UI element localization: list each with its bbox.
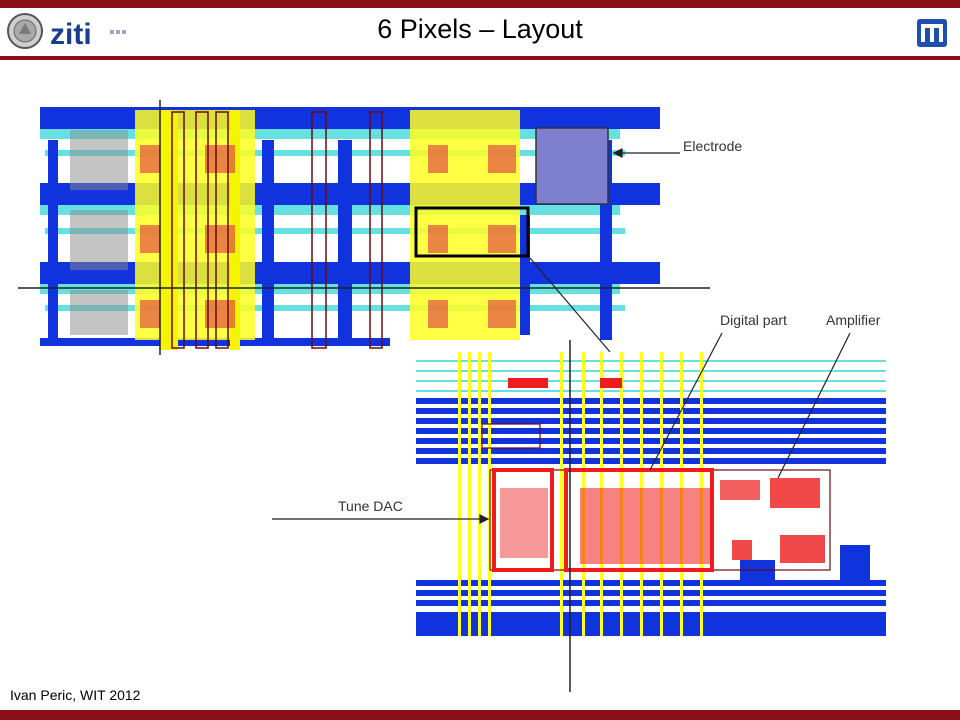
title-divider <box>0 56 960 60</box>
page-title: 6 Pixels – Layout <box>377 14 583 44</box>
pixel-detail-layout <box>416 340 886 692</box>
metal-column <box>48 140 58 340</box>
transistor-block <box>140 225 160 253</box>
transistor-block <box>205 300 235 328</box>
ziti-logo: ziti <box>50 18 126 50</box>
routing-wires <box>171 111 383 349</box>
cyan-band <box>45 305 625 311</box>
transistor-block <box>488 225 516 253</box>
cyan-band <box>40 205 620 215</box>
transistor-block <box>428 145 448 173</box>
transistor-block <box>428 225 448 253</box>
tune-dac-highlight <box>492 468 554 572</box>
digital-part-label: Digital part <box>720 312 787 328</box>
pixel-array-layout <box>18 100 710 355</box>
cyan-band <box>45 150 625 156</box>
electrode-label: Electrode <box>683 138 743 154</box>
svg-text:ziti: ziti <box>50 18 92 50</box>
transistor-block <box>205 145 235 173</box>
metal-column <box>520 215 530 335</box>
amplifier-circuitry <box>770 478 820 508</box>
metal-column <box>262 140 274 340</box>
transistor-block <box>488 300 516 328</box>
cyan-band <box>45 228 625 234</box>
digital-part-pointer <box>649 332 723 471</box>
yellow-column <box>160 110 178 350</box>
electrode-pad <box>535 127 609 205</box>
tune-dac-label: Tune DAC <box>338 498 403 514</box>
zoom-selection-box <box>414 206 530 258</box>
cyan-band <box>40 284 620 294</box>
cyan-band <box>40 129 620 139</box>
digital-part-highlight <box>564 468 714 572</box>
callout-pointers <box>272 148 851 524</box>
digital-circuitry <box>580 488 710 564</box>
bottom-accent-bar <box>0 710 960 720</box>
amplifier-label: Amplifier <box>826 312 881 328</box>
pixel-cell <box>70 130 128 190</box>
metal-rail <box>40 338 390 346</box>
zoom-link-line <box>529 257 611 353</box>
metal-rail <box>40 107 660 129</box>
pixel-cell <box>70 210 128 270</box>
transistor-block <box>488 145 516 173</box>
top-accent-bar <box>0 0 960 8</box>
university-seal-icon <box>7 13 43 49</box>
pixel-cell <box>70 290 128 335</box>
amplifier-pointer <box>777 332 851 479</box>
tune-dac-circuitry <box>500 488 548 558</box>
wit-logo-icon <box>917 19 947 47</box>
metal-column <box>338 140 352 340</box>
transistor-block <box>205 225 235 253</box>
transistor-block <box>140 300 160 328</box>
transistor-block <box>428 300 448 328</box>
footer-author: Ivan Peric, WIT 2012 <box>10 687 141 703</box>
transistor-block <box>140 145 160 173</box>
